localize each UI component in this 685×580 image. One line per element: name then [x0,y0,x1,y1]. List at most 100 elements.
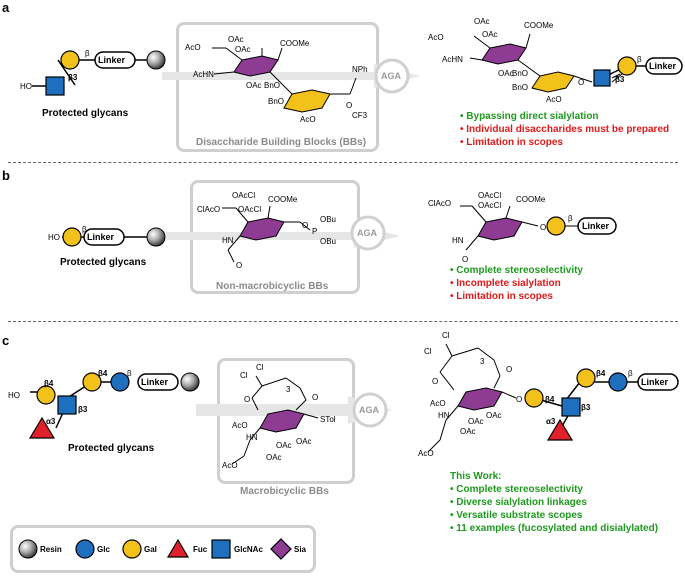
linker-label-pc: Linker [641,377,669,387]
protected-glycans-label-c: Protected glycans [68,443,155,454]
panel-b-glycan [62,227,166,247]
panel-a-letter: a [2,0,10,15]
bullet-a-3: • Limitation in scopes [460,137,563,148]
beta3-label-c: β3 [78,405,88,414]
beta4-label-pc1: β4 [545,395,555,404]
chem-o-p1: O [432,377,438,386]
chem-coome-pb: COOMe [516,195,546,204]
chem-oac-p2: OAc [482,30,498,39]
resin-icon [146,227,166,247]
bb-c-structure [231,375,319,465]
chem-oac-a2: OAc [235,45,251,54]
chem-p-b: P [312,227,317,236]
chem-o-c1: O [244,395,250,404]
chem-obu-b2: OBu [320,237,336,246]
beta4-label-c1: β4 [44,379,54,388]
gal-icon [546,216,566,236]
linker-icon [637,373,679,391]
resin-icon [18,539,38,559]
linker-icon [577,217,617,235]
aga-label-b: AGA [357,228,378,238]
chem-acnh-a: AcHN [193,70,214,79]
bullet-b-3: • Limitation in scopes [450,291,553,302]
linker-icon [137,373,179,391]
chem-stol-c: STol [320,415,336,424]
chem-aco-c1: AcO [232,421,248,430]
chem-cl-p2: Cl [442,331,450,340]
arrow-c [196,396,392,424]
gal-icon [576,368,596,388]
divider-ab [8,162,678,163]
legend-glcnac: GlcNAc [234,545,263,554]
product-b-glycan [546,216,617,236]
glcnac-icon [211,539,231,559]
bullet-a-1: • Bypassing direct sialylation [460,111,599,122]
beta3-label-pc: β3 [581,403,591,412]
chem-hn-c: HN [246,433,258,442]
bullet-c-5: • 11 examples (fucosylated and disialyla… [450,523,659,534]
chem-acnh-p: AcHN [442,55,463,64]
chem-oac-c3: OAc [266,453,282,462]
chem-claco-pb: ClAcO [428,199,451,208]
beta-label-c: β [127,369,132,378]
glcnac-icon [593,69,611,87]
glcnac-icon [57,395,77,415]
resin-icon [180,372,200,392]
glc-icon [608,372,628,392]
chem-o-pb2: O [540,223,546,232]
beta4-label-c2: β4 [98,369,108,378]
linker-label-b: Linker [87,232,115,242]
resin-icon [146,50,166,70]
chem-oaccl-b2: OAcCl [238,205,261,214]
box-caption-c: Macrobicyclic BBs [240,486,329,497]
arrow-a [162,64,420,88]
chem-coome-b: COOMe [268,195,298,204]
legend-sia: Sia [294,545,307,554]
alpha3-label-pc: α3 [546,417,556,426]
chem-oaccl-pb2: OAcCl [478,201,501,210]
chem-hn-pc: HN [438,411,450,420]
chem-coome-a: COOMe [280,39,310,48]
divider-bc [8,321,678,322]
chem-oac-pc1: OAc [468,417,484,426]
chem-aco-pc1: AcO [430,399,446,408]
aga-label-a: AGA [381,71,402,81]
chem-hn-pb: HN [452,236,464,245]
panel-c-glycan [28,372,200,439]
legend-box [10,525,316,573]
box-caption-a: Disaccharide Building Blocks (BBs) [196,137,367,148]
chem-3-c: 3 [286,385,291,394]
product-c-glycan [524,368,679,441]
bullets-b: • Complete stereoselectivity • Incomplet… [450,264,583,303]
glc-icon [75,539,95,559]
gal-icon [82,372,102,392]
chem-bno-p1: BnO [512,69,528,78]
ho-label-b: HO [48,233,60,242]
chem-oac-c1: OAc [276,441,292,450]
chem-bno-a1: BnO [264,81,280,90]
chem-o-p: O [578,78,584,87]
bullets-a: • Bypassing direct sialylation • Individ… [460,110,669,149]
chem-nph-a: NPh [352,65,368,74]
chem-aco-a2: AcO [300,115,316,124]
chem-oac-pc3: OAc [460,427,476,436]
chem-bno-a2: BnO [268,97,284,106]
chem-obu-b1: OBu [320,215,336,224]
linker-label-pb: Linker [582,221,610,231]
chem-claco-b: ClAcO [197,205,220,214]
panel-a-glycan [32,50,166,96]
bullet-c-3: • Diverse sialylation linkages [450,497,587,508]
panel-b-letter: b [2,168,10,183]
gal-icon [36,385,56,405]
chem-bno-p2: BnO [512,83,528,92]
gal-icon [524,388,544,408]
chem-aco-a1: AcO [185,43,201,52]
glcnac-icon [561,397,581,417]
ho-label: HO [20,82,32,91]
beta3-label-p: β3 [615,75,625,84]
bullets-c: This Work: • Complete stereoselectivity … [450,470,658,535]
beta-label-pc: β [628,369,633,378]
linker-icon [645,57,683,75]
chem-oac-p3: OAc [498,69,514,78]
